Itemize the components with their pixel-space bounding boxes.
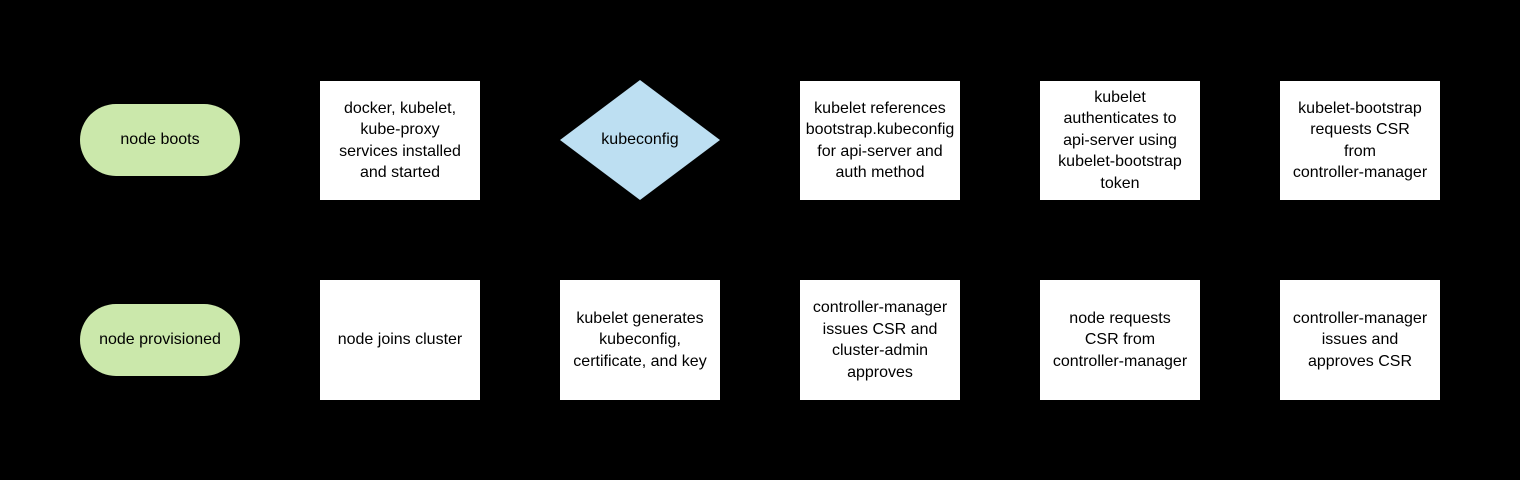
node-provisioned-label: node provisioned [99, 331, 221, 349]
node-joins-cluster-label: node joins cluster [337, 331, 463, 349]
kubeconfig-decision-label: kubeconfig [601, 131, 679, 149]
kubelet-authenticates-label: kubelet authenticates to api-server usin… [1058, 88, 1182, 192]
kubelet-generates-kubeconfig-box[interactable]: kubelet generates kubeconfig, certificat… [560, 280, 720, 400]
controller-manager-issues-csr-box[interactable]: controller-manager issues CSR and cluste… [800, 280, 960, 400]
services-installed-box[interactable]: docker, kubelet, kube-proxy services ins… [320, 81, 480, 200]
kubelet-generates-kubeconfig-label: kubelet generates kubeconfig, certificat… [573, 309, 707, 370]
kubelet-authenticates-box[interactable]: kubelet authenticates to api-server usin… [1040, 81, 1200, 200]
controller-manager-issues-approves-box[interactable]: controller-manager issues and approves C… [1280, 280, 1440, 400]
node-joins-cluster-box[interactable]: node joins cluster [320, 280, 480, 400]
node-boots-terminator[interactable]: node boots [80, 104, 240, 176]
controller-manager-issues-csr-label: controller-manager issues CSR and cluste… [812, 299, 948, 381]
node-boots-label: node boots [120, 131, 200, 149]
bootstrap-requests-csr-box[interactable]: kubelet-bootstrap requests CSR from cont… [1280, 81, 1440, 200]
controller-manager-issues-approves-label: controller-manager issues and approves C… [1292, 309, 1428, 370]
node-requests-csr-label: node requests CSR from controller-manage… [1052, 309, 1188, 370]
services-installed-label: docker, kubelet, kube-proxy services ins… [339, 99, 461, 182]
node-requests-csr-box[interactable]: node requests CSR from controller-manage… [1040, 280, 1200, 400]
kubeconfig-decision-diamond[interactable]: kubeconfig [560, 80, 720, 200]
kubelet-references-bootstrap-box[interactable]: kubelet references bootstrap.kubeconfig … [800, 81, 960, 200]
node-provisioned-terminator[interactable]: node provisioned [80, 304, 240, 376]
kubelet-references-bootstrap-label: kubelet references bootstrap.kubeconfig … [805, 99, 955, 182]
bootstrap-requests-csr-label: kubelet-bootstrap requests CSR from cont… [1292, 99, 1428, 182]
